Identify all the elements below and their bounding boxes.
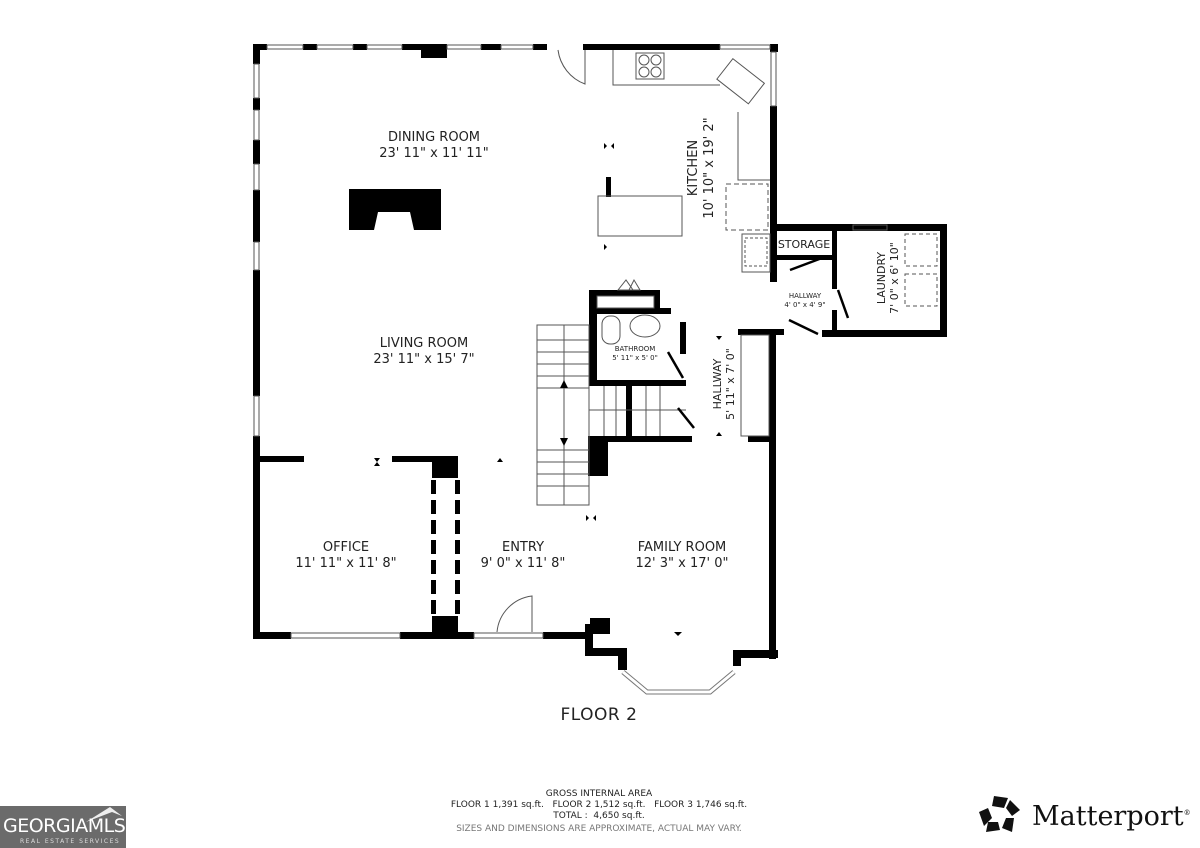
room-dims: 5' 11" x 7' 0"	[724, 348, 737, 420]
room-dims: 23' 11" x 11' 11"	[379, 146, 489, 161]
room-storage: STORAGE	[778, 238, 830, 251]
room-hallway-small: HALLWAY 4' 0" x 4' 9"	[784, 292, 825, 310]
room-dims: 23' 11" x 15' 7"	[373, 352, 475, 367]
room-hallway: HALLWAY 5' 11" x 7' 0"	[711, 348, 737, 420]
room-family-room: FAMILY ROOM 12' 3" x 17' 0"	[636, 540, 729, 572]
room-name: BATHROOM	[614, 345, 656, 353]
area-heading: GROSS INTERNAL AREA	[545, 789, 653, 799]
area-floors: FLOOR 1 1,391 sq.ft. FLOOR 2 1,512 sq.ft…	[450, 800, 748, 810]
room-dims: 7' 0" x 6' 10"	[888, 242, 901, 314]
room-name: ENTRY	[501, 540, 545, 555]
area-disclaimer: SIZES AND DIMENSIONS ARE APPROXIMATE, AC…	[456, 824, 742, 834]
markers	[374, 143, 722, 636]
walls	[253, 44, 947, 670]
roof-icon	[86, 807, 122, 822]
room-name: LIVING ROOM	[379, 336, 469, 351]
room-dims: 11' 11" x 11' 8"	[295, 556, 397, 571]
room-dims: 5' 11" x 5' 0"	[612, 354, 658, 362]
room-dims: 10' 10" x 19' 2"	[702, 117, 717, 219]
room-kitchen: KITCHEN 10' 10" x 19' 2"	[686, 117, 718, 218]
room-dims: 12' 3" x 17' 0"	[635, 556, 729, 571]
gross-internal-area: GROSS INTERNAL AREA FLOOR 1 1,391 sq.ft.…	[451, 789, 747, 835]
georgia-mls-logo: GEORGIAMLS REAL ESTATE SERVICES	[0, 806, 126, 848]
area-total: TOTAL : 4,650 sq.ft.	[553, 811, 645, 821]
matterport-wordmark: Matterport®	[1032, 800, 1191, 832]
room-name: STORAGE	[777, 238, 831, 251]
room-name: KITCHEN	[686, 139, 701, 197]
room-laundry: LAUNDRY 7' 0" x 6' 10"	[875, 242, 901, 314]
floor-title: FLOOR 2	[560, 705, 638, 725]
mls-tagline: REAL ESTATE SERVICES	[20, 838, 121, 845]
matterport-logo: Matterport®	[978, 794, 1191, 838]
room-name: OFFICE	[322, 540, 370, 555]
room-name: HALLWAY	[711, 358, 724, 410]
room-living-room: LIVING ROOM 23' 11" x 15' 7"	[373, 336, 474, 368]
room-office: OFFICE 11' 11" x 11' 8"	[295, 540, 396, 572]
room-bathroom: BATHROOM 5' 11" x 5' 0"	[612, 345, 658, 363]
room-name: DINING ROOM	[387, 130, 481, 145]
room-dims: 9' 0" x 11' 8"	[480, 556, 566, 571]
matterport-mark-icon	[979, 796, 1020, 832]
fixtures	[253, 44, 938, 695]
room-name: FAMILY ROOM	[637, 540, 727, 555]
room-name: HALLWAY	[788, 292, 822, 300]
room-entry: ENTRY 9' 0" x 11' 8"	[481, 540, 566, 572]
room-name: LAUNDRY	[875, 251, 888, 305]
mls-name: GEORGIAMLS	[3, 815, 126, 837]
doors	[666, 256, 850, 429]
room-dining-room: DINING ROOM 23' 11" x 11' 11"	[379, 130, 489, 162]
room-dims: 4' 0" x 4' 9"	[784, 301, 826, 309]
